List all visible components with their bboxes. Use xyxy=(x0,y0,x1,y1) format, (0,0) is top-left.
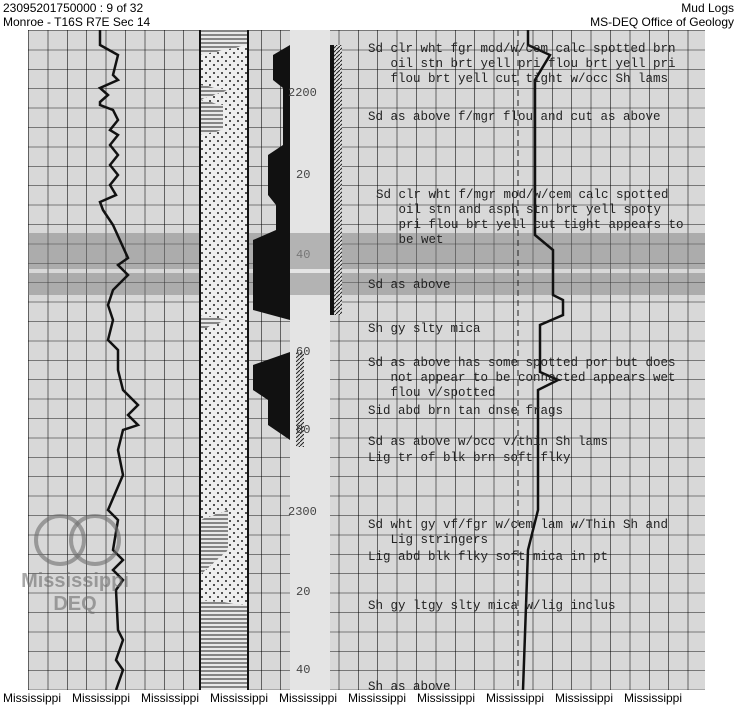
lithology-description: Lig tr of blk brn soft flky xyxy=(368,451,571,465)
footer-text: Mississippi xyxy=(624,691,683,705)
sandstone-lithology xyxy=(200,30,248,690)
watermark-seal-icon xyxy=(34,514,121,566)
watermark-text: DEQ xyxy=(53,593,97,615)
depth-label: 80 xyxy=(296,423,311,437)
lithology-description: Sd clr wht f/mgr mod/w/cem calc spotted … xyxy=(376,188,684,247)
lithology-description: Sh gy slty mica xyxy=(368,322,481,336)
scan-shading-band xyxy=(28,273,705,295)
lithology-description: Sh as above xyxy=(368,680,451,690)
lithology-description: Sd clr wht fgr mod/w/cem calc spotted br… xyxy=(368,42,676,86)
well-location: Monroe - T16S R7E Sec 14 xyxy=(3,15,151,29)
footer-text: Mississippi xyxy=(141,691,200,705)
watermark-text: Mississippi xyxy=(21,570,129,592)
scan-shading-band xyxy=(28,233,705,269)
gamma-curve xyxy=(97,30,141,690)
depth-label: 2200 xyxy=(288,86,317,100)
log-tracks xyxy=(97,30,565,690)
footer-text: Mississippi xyxy=(417,691,476,705)
depth-label: 40 xyxy=(296,663,311,677)
depth-label: 40 xyxy=(296,248,311,262)
footer-text: Mississippi xyxy=(555,691,614,705)
lithology-description: Sh gy ltgy slty mica w/lig inclus xyxy=(368,599,616,613)
footer-text: Mississippi xyxy=(3,691,62,705)
lithology-description: Sd as above xyxy=(368,278,451,292)
right-curve xyxy=(521,30,565,690)
mud-log-scan: 2200 20 40 60 80 2300 20 40 Sd clr wht f… xyxy=(28,30,705,690)
lithology-description: Sd as above has some spotted por but doe… xyxy=(368,356,676,400)
lithology-description: Lig abd blk flky soft mica in pt xyxy=(368,550,609,564)
depth-label: 20 xyxy=(296,585,311,599)
footer-text: Mississippi xyxy=(348,691,407,705)
lithology-description: Sd wht gy vf/fgr w/cem lam w/Thin Sh and… xyxy=(368,518,669,547)
footer-watermark-strip: Mississippi Mississippi Mississippi Miss… xyxy=(0,691,737,705)
mdeq-watermark-logo: Mississippi DEQ xyxy=(20,510,130,616)
office-name: MS-DEQ Office of Geology xyxy=(590,15,734,29)
depth-label: 20 xyxy=(296,168,311,182)
footer-text: Mississippi xyxy=(486,691,545,705)
footer-text: Mississippi xyxy=(279,691,338,705)
footer-text: Mississippi xyxy=(210,691,269,705)
footer-text: Mississippi xyxy=(72,691,131,705)
lithology-description: Sd as above f/mgr flou and cut as above xyxy=(368,110,661,124)
lithology-description: Sid abd brn tan dnse frags xyxy=(368,404,564,418)
lithology-description: Sd as above w/occ v/thin Sh lams xyxy=(368,435,609,449)
document-type: Mud Logs xyxy=(681,1,734,15)
depth-label: 60 xyxy=(296,345,311,359)
document-id: 23095201750000 : 9 of 32 xyxy=(3,1,144,15)
porosity-fill xyxy=(253,45,290,320)
depth-label: 2300 xyxy=(288,505,317,519)
